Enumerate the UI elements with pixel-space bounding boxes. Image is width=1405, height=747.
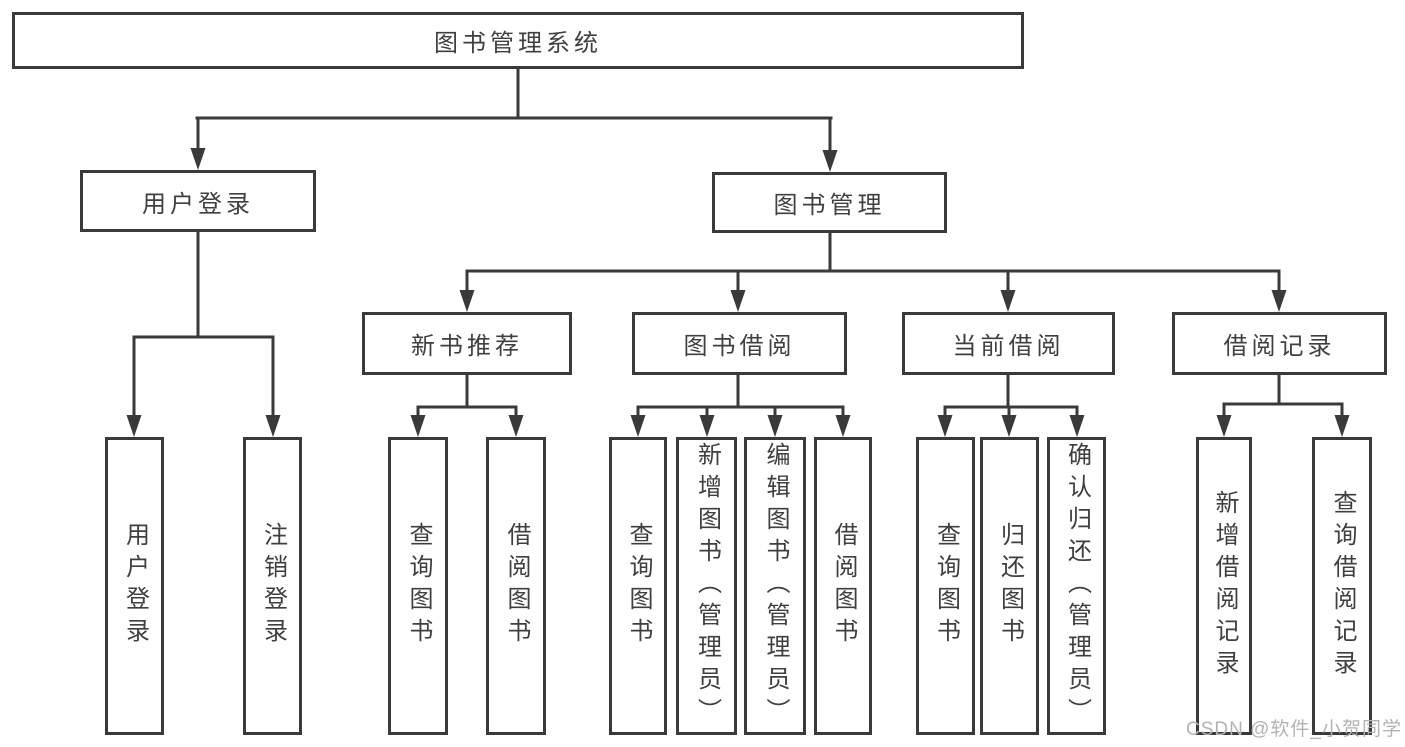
leaf-query-books-borrowing: 查询图书 (609, 437, 667, 735)
node-current-borrowing: 当前借阅 (902, 312, 1115, 375)
leaf-return-books: 归还图书 (980, 437, 1039, 735)
node-label: 当前借阅 (952, 333, 1065, 360)
leaf-user-login: 用户登录 (105, 437, 164, 735)
leaf-edit-books-admin: 编辑图书（管理员） (744, 437, 806, 735)
node-label: 用户登录 (142, 190, 254, 218)
leaf-label: 查询图书 (405, 522, 432, 650)
leaf-label: 查询图书 (932, 522, 960, 650)
node-book-management: 图书管理 (712, 172, 947, 233)
arrowheads (126, 148, 1350, 437)
leaf-label: 编辑图书（管理员） (762, 442, 789, 730)
node-label: 新书推荐 (411, 333, 523, 360)
leaf-logout: 注销登录 (243, 437, 302, 735)
node-borrowing-records: 借阅记录 (1172, 312, 1387, 375)
leaf-label: 查询借阅记录 (1329, 490, 1356, 682)
leaf-label: 归还图书 (996, 522, 1024, 650)
node-label: 图书管理系统 (434, 30, 602, 57)
node-label: 图书管理 (773, 192, 886, 219)
node-user-login: 用户登录 (80, 170, 316, 232)
tree-edges (132, 66, 1344, 420)
leaf-add-borrow-record: 新增借阅记录 (1196, 437, 1252, 735)
node-new-book-recommendation: 新书推荐 (362, 312, 572, 375)
node-library-management-system: 图书管理系统 (12, 12, 1024, 69)
leaf-borrow-books-recommend: 借阅图书 (486, 437, 546, 735)
leaf-label: 借阅图书 (830, 522, 857, 650)
csdn-watermark: CSDN @软件_小贺同学 (1186, 719, 1402, 740)
leaf-label: 注销登录 (259, 522, 287, 650)
leaf-label: 确认归还（管理员） (1063, 442, 1091, 730)
leaf-label: 新增图书（管理员） (693, 442, 721, 730)
leaf-label: 借阅图书 (503, 522, 530, 650)
leaf-label: 用户登录 (121, 522, 149, 650)
leaf-confirm-return-admin: 确认归还（管理员） (1047, 437, 1106, 735)
leaf-borrow-books-borrowing: 借阅图书 (814, 437, 872, 735)
leaf-query-books-current: 查询图书 (916, 437, 975, 735)
node-label: 图书借阅 (683, 333, 796, 360)
leaf-label: 查询图书 (625, 522, 652, 650)
node-book-borrowing: 图书借阅 (632, 312, 847, 375)
node-label: 借阅记录 (1223, 333, 1336, 360)
leaf-query-books-recommend: 查询图书 (388, 437, 448, 735)
leaf-label: 新增借阅记录 (1211, 490, 1238, 682)
leaf-add-books-admin: 新增图书（管理员） (676, 437, 737, 735)
leaf-query-borrow-record: 查询借阅记录 (1312, 437, 1372, 735)
